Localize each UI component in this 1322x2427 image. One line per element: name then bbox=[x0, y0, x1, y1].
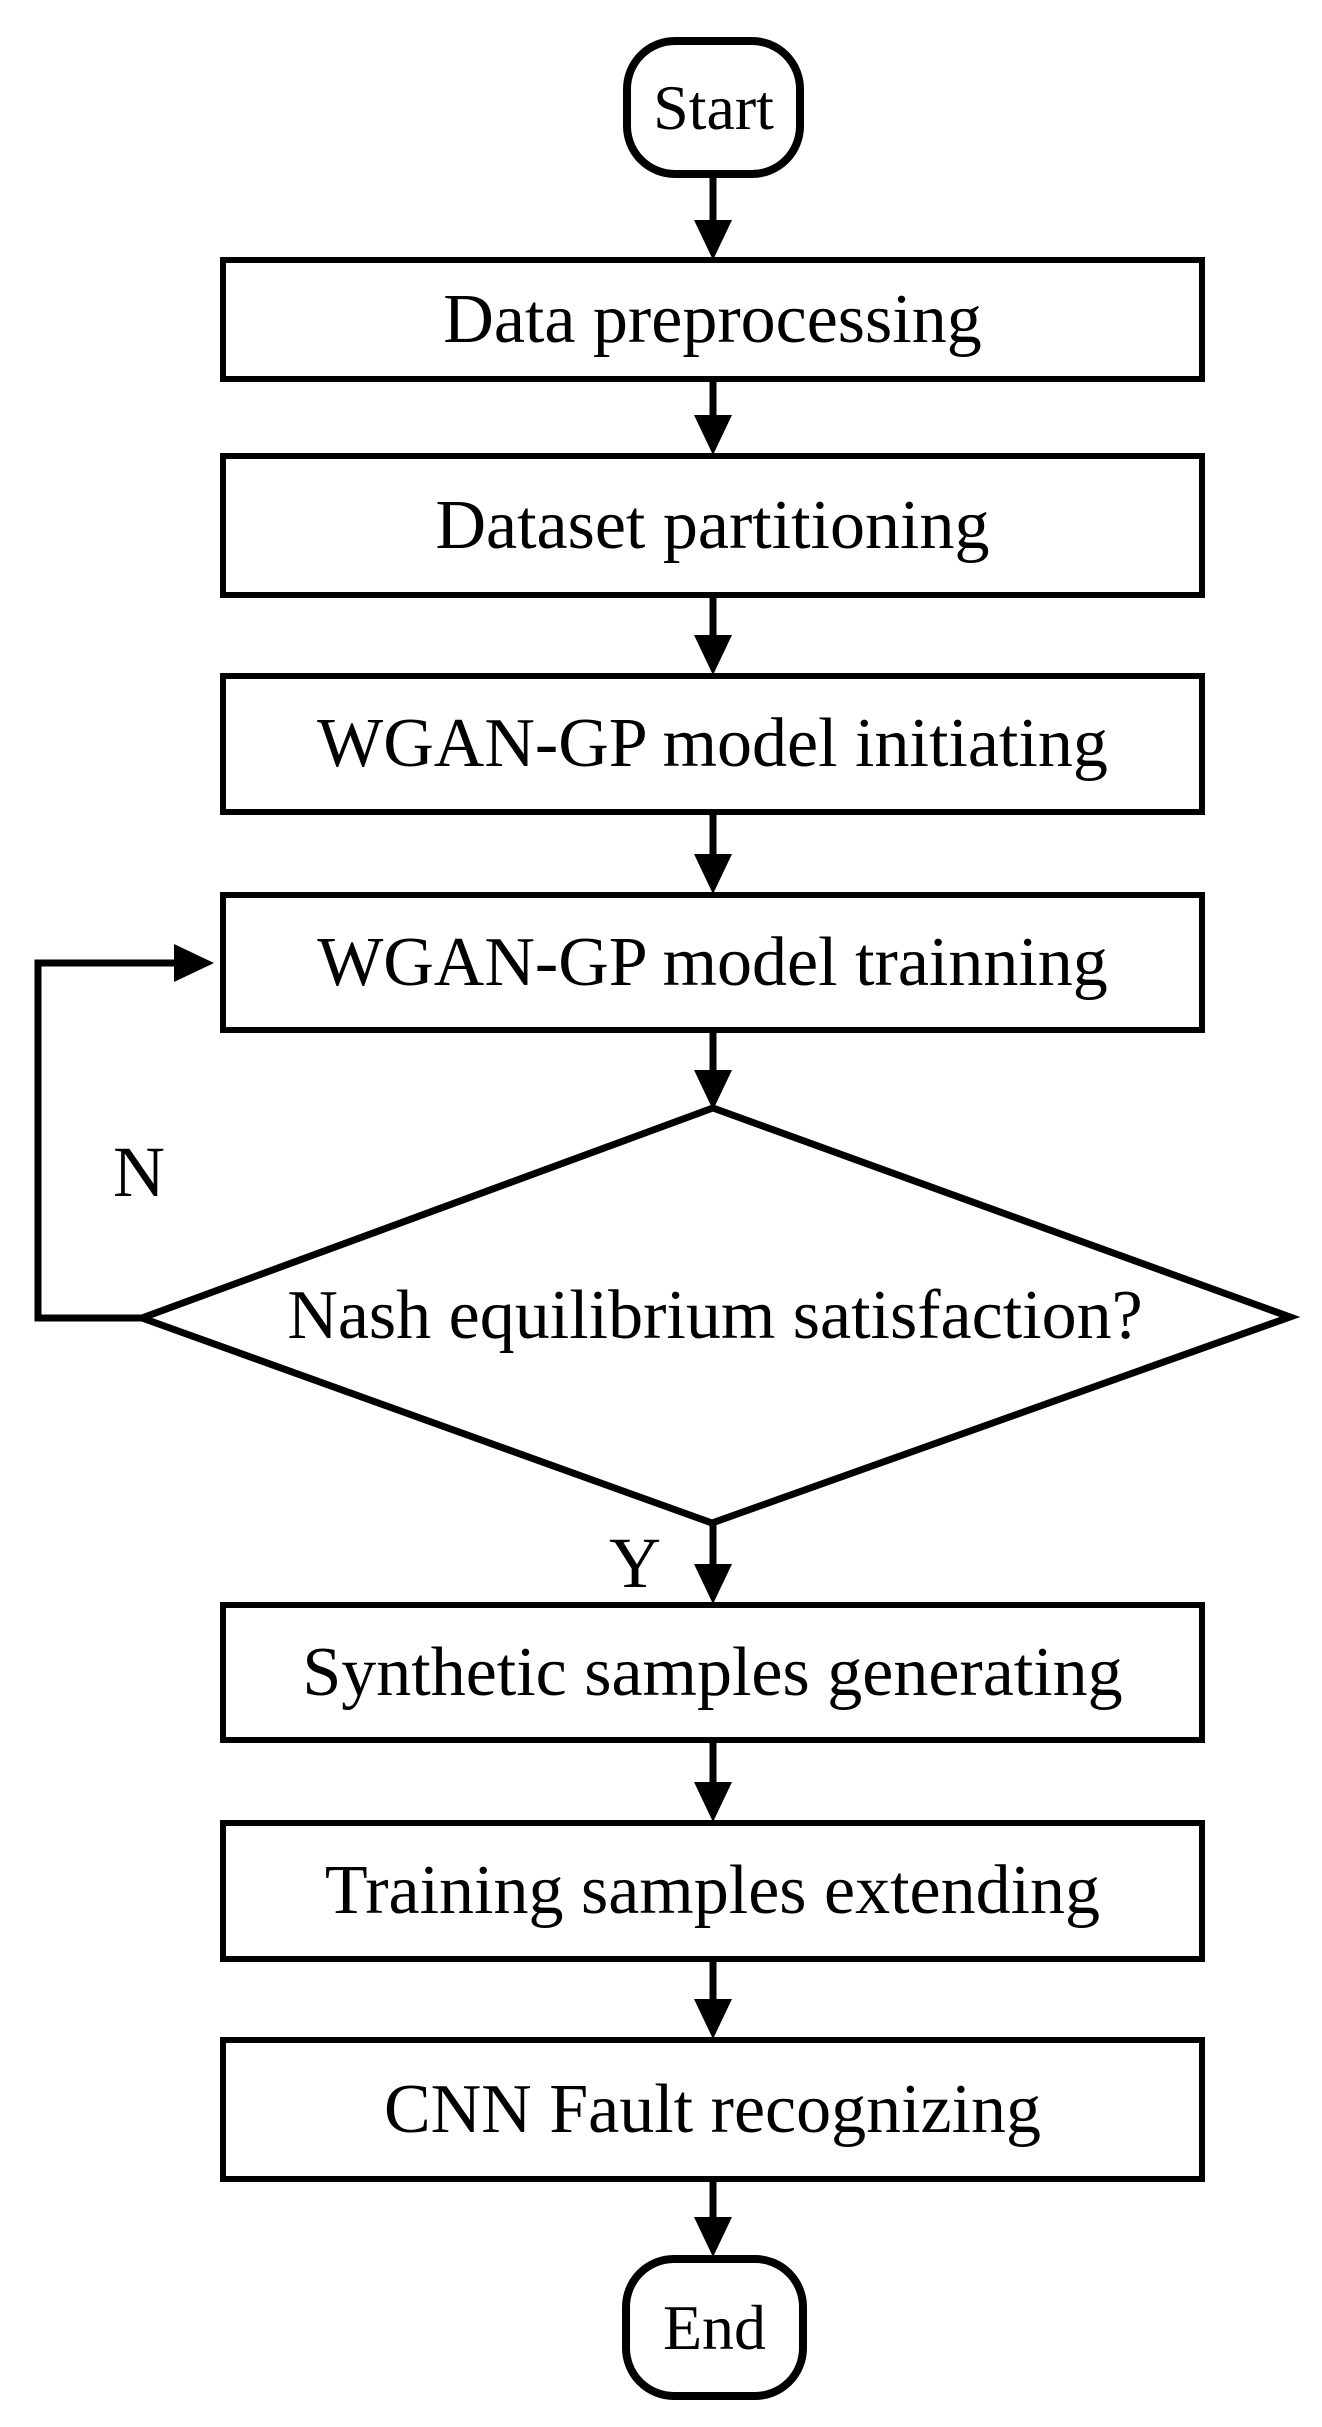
arrowhead-icon bbox=[694, 1564, 732, 1604]
arrowhead-icon bbox=[694, 1070, 732, 1110]
terminal-start: Start bbox=[623, 37, 804, 178]
process-synthetic-samples-generating: Synthetic samples generating bbox=[220, 1602, 1205, 1743]
terminal-end-label: End bbox=[662, 2291, 767, 2363]
decision-nash-equilibrium: Nash equilibrium satisfaction? bbox=[287, 1277, 1143, 1354]
arrowheads bbox=[694, 220, 732, 2257]
process-label: WGAN-GP model initiating bbox=[317, 705, 1108, 782]
process-label: CNN Fault recognizing bbox=[383, 2070, 1042, 2148]
process-wgan-gp-model-initiating: WGAN-GP model initiating bbox=[220, 673, 1205, 815]
arrowhead-icon bbox=[694, 1999, 732, 2039]
process-label: WGAN-GP model trainning bbox=[317, 923, 1108, 1001]
arrowhead-icon bbox=[694, 854, 732, 894]
loop-arrowhead-icon bbox=[174, 944, 214, 982]
arrowhead-icon bbox=[694, 1782, 732, 1822]
process-label: Data preprocessing bbox=[443, 280, 982, 358]
loop-edge-no bbox=[34, 959, 178, 1322]
terminal-start-label: Start bbox=[653, 71, 774, 143]
branch-label-no: N bbox=[113, 1132, 165, 1212]
arrowhead-icon bbox=[694, 220, 732, 260]
process-label: Training samples extending bbox=[324, 1852, 1101, 1929]
arrowhead-icon bbox=[694, 415, 732, 455]
process-data-preprocessing: Data preprocessing bbox=[220, 257, 1205, 382]
process-wgan-gp-model-trainning: WGAN-GP model trainning bbox=[220, 892, 1205, 1033]
branch-label-yes: Y bbox=[609, 1523, 661, 1603]
process-dataset-partitioning: Dataset partitioning bbox=[220, 453, 1205, 598]
process-cnn-fault-recognizing: CNN Fault recognizing bbox=[220, 2037, 1205, 2182]
arrowhead-icon bbox=[694, 635, 732, 675]
process-label: Synthetic samples generating bbox=[302, 1633, 1123, 1711]
terminal-end: End bbox=[622, 2255, 807, 2400]
arrowhead-icon bbox=[694, 2217, 732, 2257]
process-training-samples-extending: Training samples extending bbox=[220, 1820, 1205, 1962]
process-label: Dataset partitioning bbox=[435, 486, 990, 564]
